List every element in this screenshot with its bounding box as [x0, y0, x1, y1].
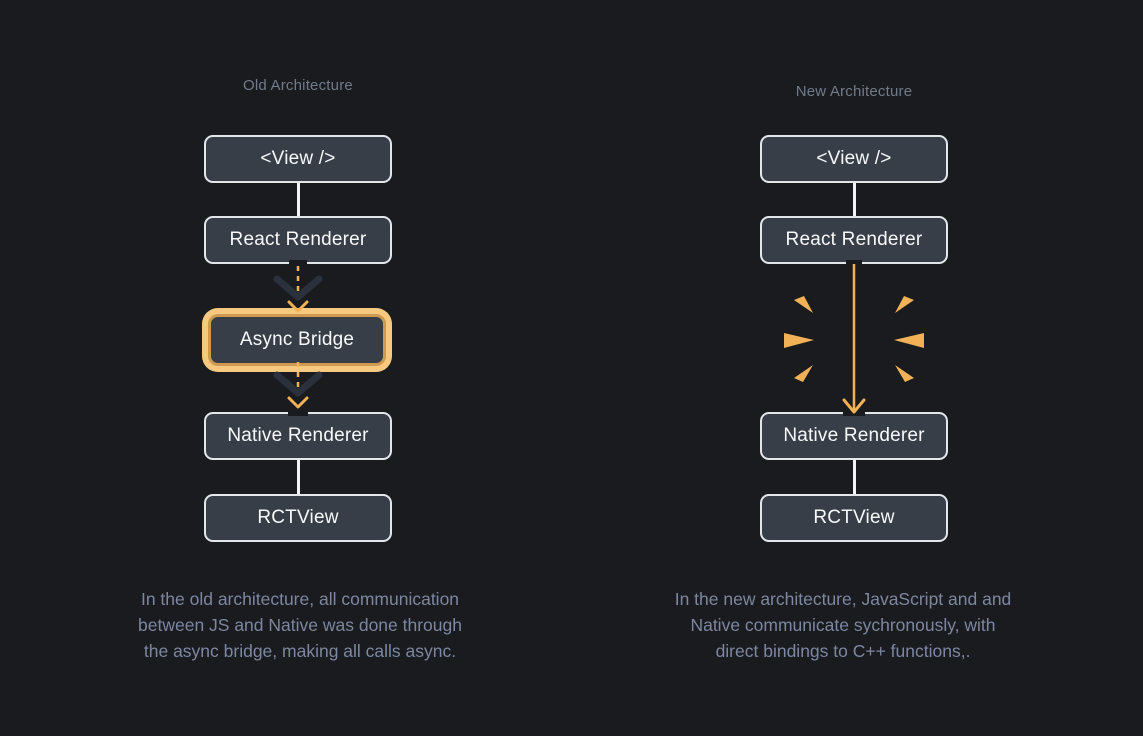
caption-line: Native communicate sychronously, with — [690, 615, 996, 635]
node-react-renderer-new: React Renderer — [760, 216, 948, 264]
port-notch — [288, 407, 308, 416]
old-architecture-caption: In the old architecture, all communicati… — [90, 586, 510, 664]
sync-burst-sparks-icon — [784, 296, 924, 382]
port-notch — [289, 260, 307, 268]
node-react-renderer-new-label: React Renderer — [785, 229, 923, 250]
node-native-renderer-new-label: Native Renderer — [783, 425, 925, 446]
connector-view-react-old — [297, 183, 300, 216]
node-view-new: <View /> — [760, 135, 948, 183]
caption-line: direct bindings to C++ functions,. — [715, 641, 971, 661]
node-react-renderer-old-label: React Renderer — [229, 229, 367, 250]
node-native-renderer-new: Native Renderer — [760, 412, 948, 460]
async-dashed-arrow-icon — [273, 362, 323, 409]
new-architecture-caption: In the new architecture, JavaScript and … — [633, 586, 1053, 664]
caption-line: In the new architecture, JavaScript and … — [674, 589, 1012, 609]
node-rctview-new: RCTView — [760, 494, 948, 542]
node-native-renderer-old-label: Native Renderer — [227, 425, 369, 446]
node-view-old-label: <View /> — [260, 148, 336, 169]
node-view-new-label: <View /> — [816, 148, 892, 169]
caption-line: In the old architecture, all communicati… — [140, 589, 460, 609]
node-rctview-old-label: RCTView — [257, 507, 339, 528]
old-architecture-title: Old Architecture — [243, 77, 353, 94]
node-rctview-new-label: RCTView — [813, 507, 895, 528]
node-react-renderer-old: React Renderer — [204, 216, 392, 264]
connector-native-rct-new — [853, 460, 856, 494]
caption-line: between JS and Native was done through — [138, 615, 462, 635]
node-view-old: <View /> — [204, 135, 392, 183]
connector-native-rct-old — [297, 460, 300, 494]
connector-view-react-new — [853, 183, 856, 216]
node-native-renderer-old: Native Renderer — [204, 412, 392, 460]
caption-line: the async bridge, making all calls async… — [143, 641, 457, 661]
async-dashed-arrow-icon — [273, 266, 323, 313]
node-async-bridge-label: Async Bridge — [239, 329, 355, 350]
new-architecture-title: New Architecture — [795, 83, 913, 100]
sync-solid-arrow-icon — [842, 264, 866, 414]
node-rctview-old: RCTView — [204, 494, 392, 542]
